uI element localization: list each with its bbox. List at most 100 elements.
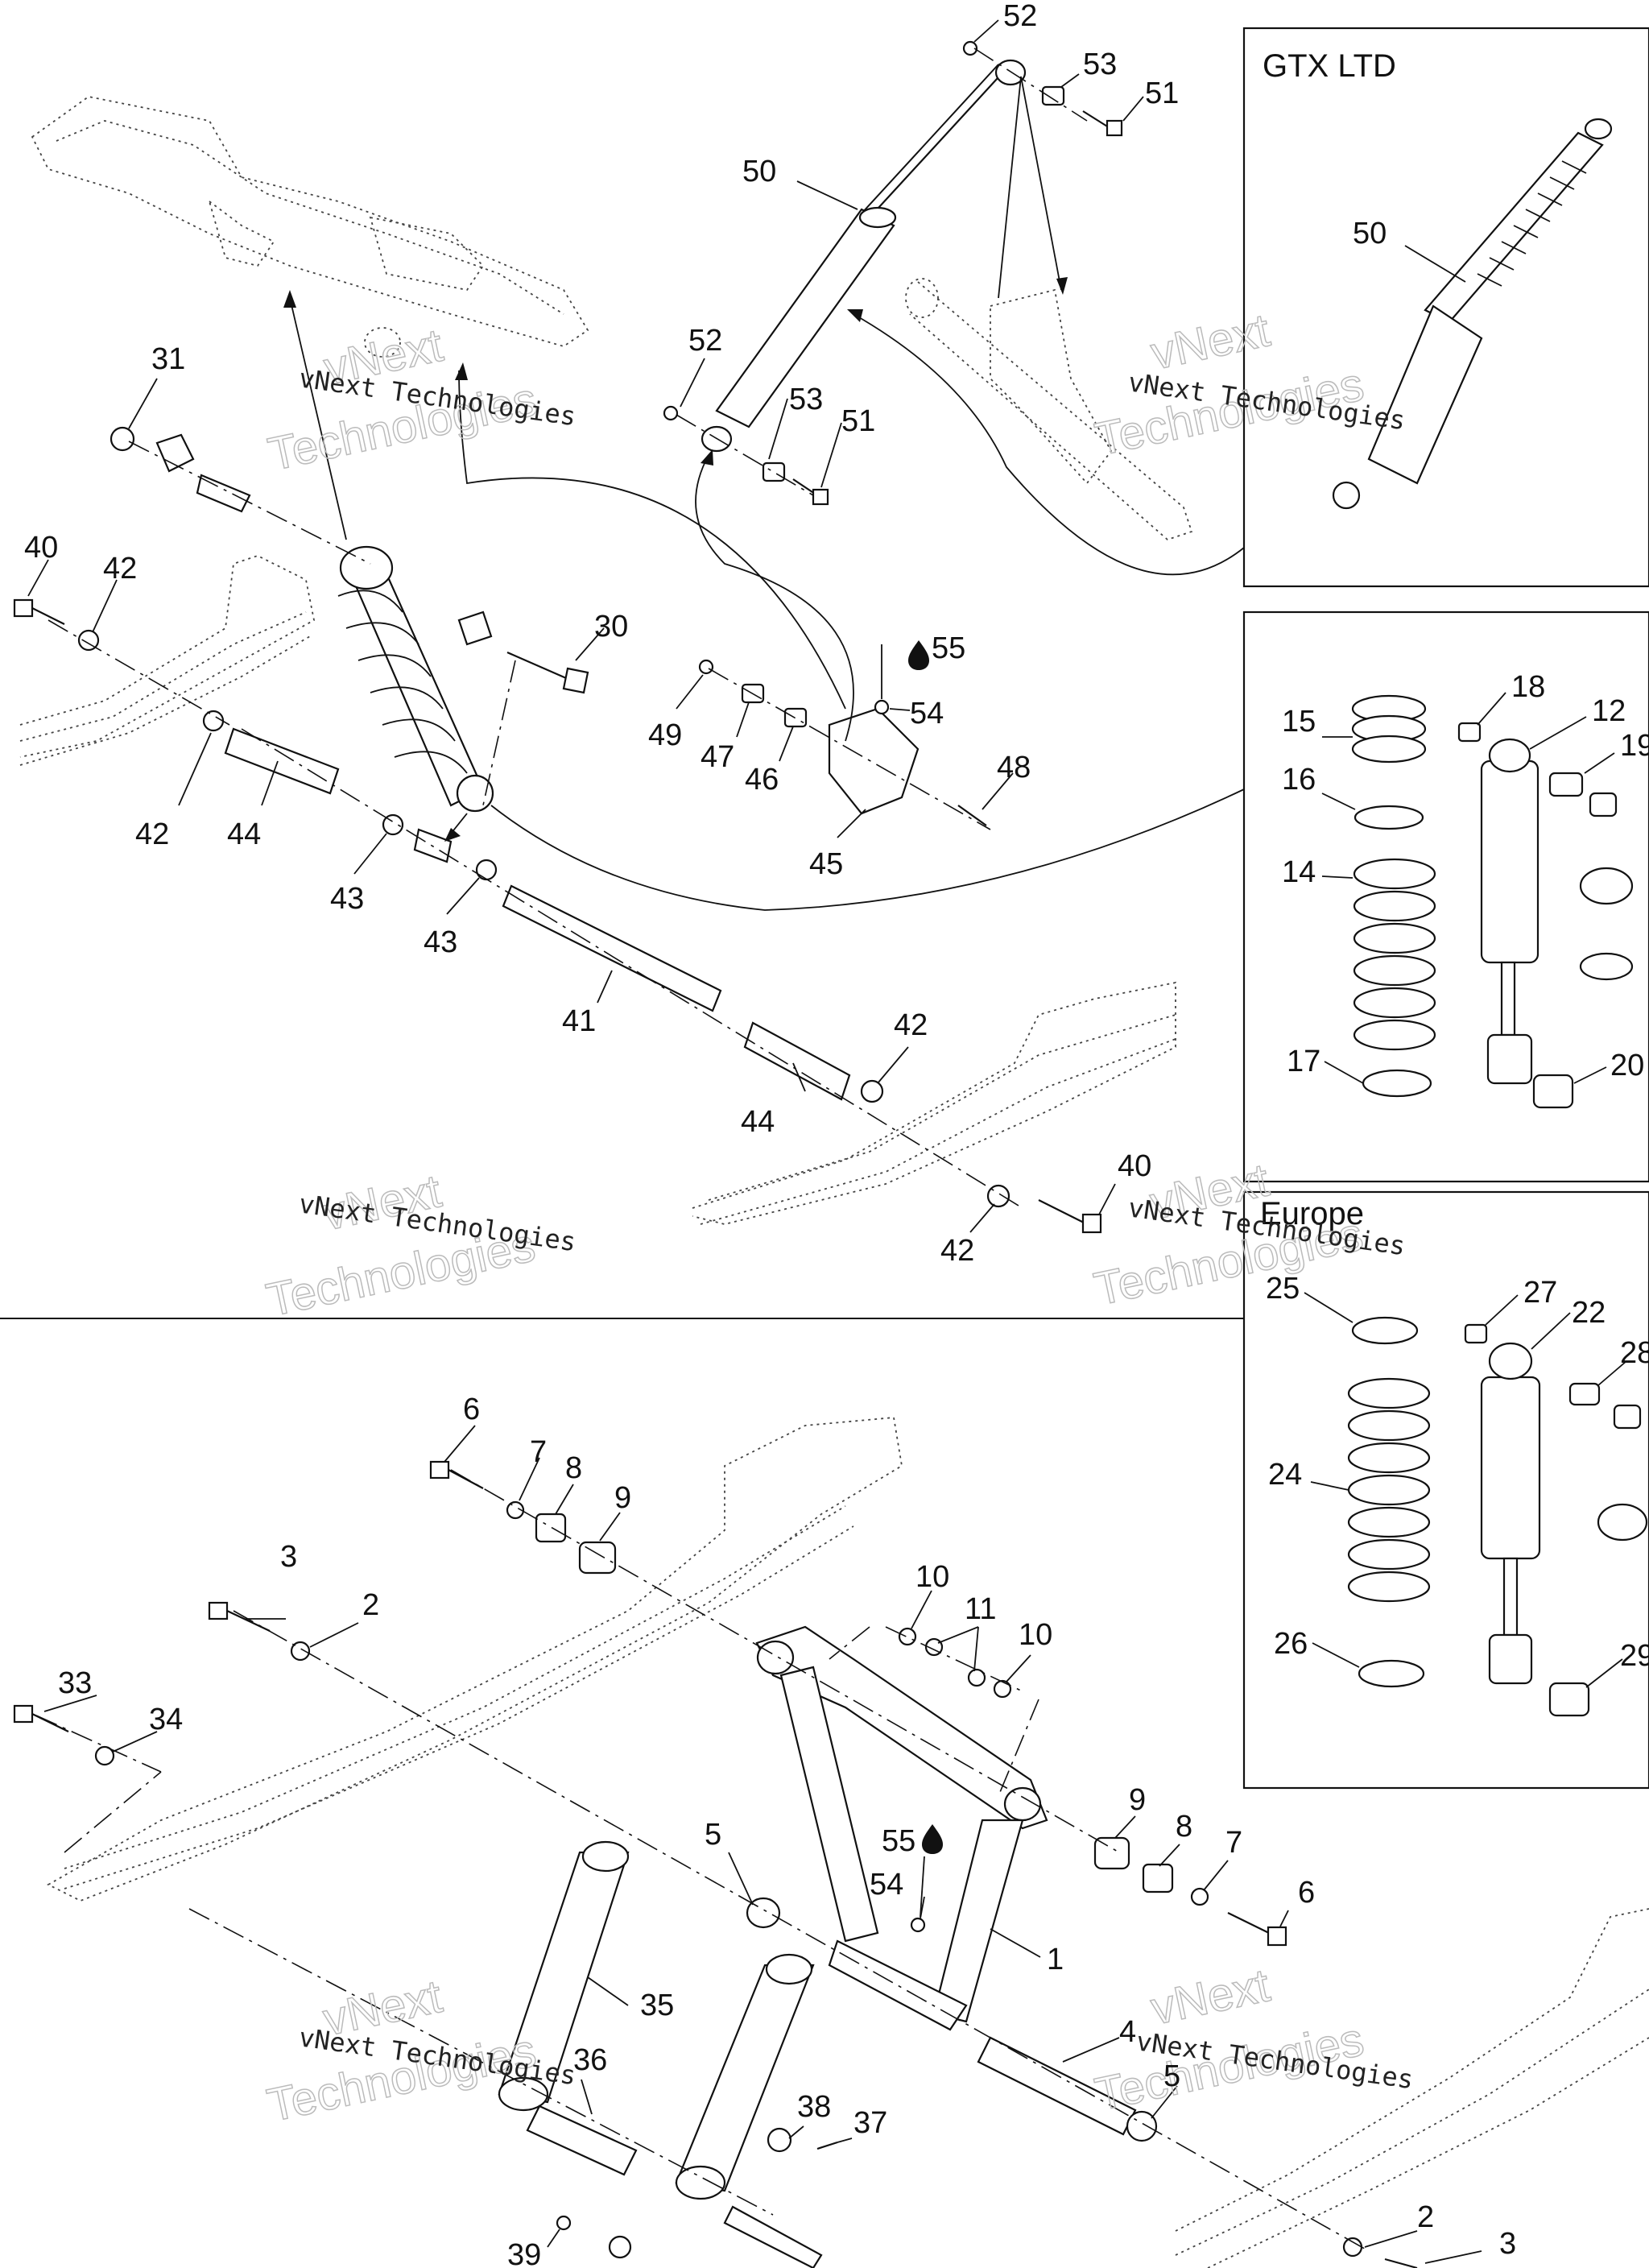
callout-48: 48 xyxy=(997,751,1031,784)
link-35-right xyxy=(675,1953,815,2200)
bushing-27 xyxy=(1464,1323,1488,1344)
rear-shock-coil xyxy=(337,545,494,813)
bushing-18 xyxy=(1457,722,1482,743)
nut-52-bottom xyxy=(663,405,679,421)
washer-10-a xyxy=(898,1627,917,1646)
callout-30: 30 xyxy=(594,610,628,644)
bracket-45 xyxy=(828,707,920,815)
lubricant-drop-icon-lower xyxy=(922,1824,943,1854)
washer-42-c xyxy=(860,1079,884,1103)
ghost-rail-left-lower xyxy=(47,1417,903,1902)
callout-49: 49 xyxy=(648,718,682,752)
callout-16: 16 xyxy=(1282,763,1316,797)
cam-collar xyxy=(1579,867,1634,905)
sleeve-19 xyxy=(1589,792,1618,817)
svg-text:vNext: vNext xyxy=(1147,1959,1275,2034)
callout-4: 4 xyxy=(1119,2015,1136,2049)
spacer-44-b xyxy=(743,1021,851,1101)
callout-1: 1 xyxy=(1047,1943,1064,1976)
sleeve-31 xyxy=(196,474,251,513)
callout-52: 52 xyxy=(688,324,722,358)
callout-17: 17 xyxy=(1287,1045,1320,1078)
callout-45: 45 xyxy=(809,847,843,881)
callout-44: 44 xyxy=(741,1105,775,1139)
callout-20: 20 xyxy=(1610,1049,1644,1082)
bushing-31 xyxy=(155,433,195,473)
callout-52: 52 xyxy=(1003,0,1037,33)
callout-24: 24 xyxy=(1268,1458,1302,1492)
callout-33: 33 xyxy=(58,1666,92,1700)
bolt-51-top xyxy=(1082,110,1123,137)
callout-8: 8 xyxy=(1176,1810,1192,1844)
nut-49 xyxy=(698,659,714,675)
callout-14: 14 xyxy=(1282,855,1316,889)
callout-2: 2 xyxy=(1417,2200,1434,2234)
spring-14 xyxy=(1353,858,1436,1051)
washer-43-b xyxy=(475,859,498,881)
retainer-26 xyxy=(1358,1659,1425,1688)
bolt-48 xyxy=(957,805,987,826)
callout-35: 35 xyxy=(640,1989,674,2022)
callout-43: 43 xyxy=(330,882,364,916)
spacer-9-top xyxy=(578,1541,617,1575)
callout-labels: 52 53 51 50 52 53 51 31 40 42 30 55 54 4… xyxy=(24,0,1649,2268)
spacer-44-a xyxy=(224,727,340,795)
link-35-left xyxy=(498,1840,630,2112)
callout-26: 26 xyxy=(1274,1627,1308,1661)
callout-8: 8 xyxy=(565,1451,582,1485)
washer-7-bottom xyxy=(1190,1887,1209,1906)
bolt-51-bottom xyxy=(792,478,829,506)
bolt-33 xyxy=(13,1704,69,1732)
sleeve-28 xyxy=(1613,1404,1642,1430)
shaft-lower xyxy=(723,2205,823,2268)
washer-39 xyxy=(608,2235,632,2259)
inset-title-gtx-ltd: GTX LTD xyxy=(1263,48,1396,84)
bolt-37 xyxy=(816,2141,838,2150)
callout-7: 7 xyxy=(1225,1826,1242,1860)
callout-10: 10 xyxy=(1019,1618,1052,1652)
nut-52-top xyxy=(962,40,978,56)
callout-40: 40 xyxy=(1118,1149,1151,1183)
callout-42: 42 xyxy=(894,1008,928,1042)
shock-absorber-50 xyxy=(701,59,1027,453)
callout-38: 38 xyxy=(797,2090,831,2124)
shaft-4 xyxy=(977,2036,1137,2136)
nut-11-b xyxy=(967,1668,986,1687)
callout-28: 28 xyxy=(1620,1336,1649,1370)
callout-55: 55 xyxy=(882,1824,915,1858)
callout-9: 9 xyxy=(1129,1783,1146,1817)
callout-11: 11 xyxy=(965,1592,996,1626)
nut-31 xyxy=(110,426,135,452)
reference-arrows xyxy=(283,76,1245,911)
callout-5: 5 xyxy=(1163,2059,1180,2093)
bolt-30 xyxy=(457,610,589,694)
sleeve-20 xyxy=(1532,1074,1574,1109)
callout-25: 25 xyxy=(1266,1272,1300,1306)
retainer-17 xyxy=(1362,1069,1432,1098)
washer-10-b xyxy=(993,1679,1012,1699)
washer-2-top xyxy=(290,1641,311,1662)
bolt-3-top xyxy=(208,1601,271,1632)
bushing-8-top xyxy=(535,1513,567,1543)
bolt-6-bottom xyxy=(1227,1912,1287,1947)
washer-7-top xyxy=(506,1500,525,1520)
spring-15 xyxy=(1351,694,1427,764)
washer-38 xyxy=(767,2127,792,2153)
cam-collar-eu xyxy=(1597,1503,1648,1542)
callout-22: 22 xyxy=(1572,1296,1606,1330)
callout-39: 39 xyxy=(507,2238,541,2268)
washer-34 xyxy=(94,1745,115,1766)
callout-leaders xyxy=(27,19,1627,2264)
callout-53: 53 xyxy=(1083,48,1117,81)
callout-46: 46 xyxy=(745,763,779,797)
callout-51: 51 xyxy=(1145,77,1179,110)
callout-29: 29 xyxy=(1620,1639,1649,1673)
bushing-5-b xyxy=(1126,2110,1158,2142)
callout-5: 5 xyxy=(705,1818,721,1852)
callout-34: 34 xyxy=(149,1703,183,1736)
shock-22 xyxy=(1480,1342,1541,1685)
callout-54: 54 xyxy=(870,1868,903,1902)
callout-15: 15 xyxy=(1282,705,1316,739)
callout-47: 47 xyxy=(701,740,734,774)
